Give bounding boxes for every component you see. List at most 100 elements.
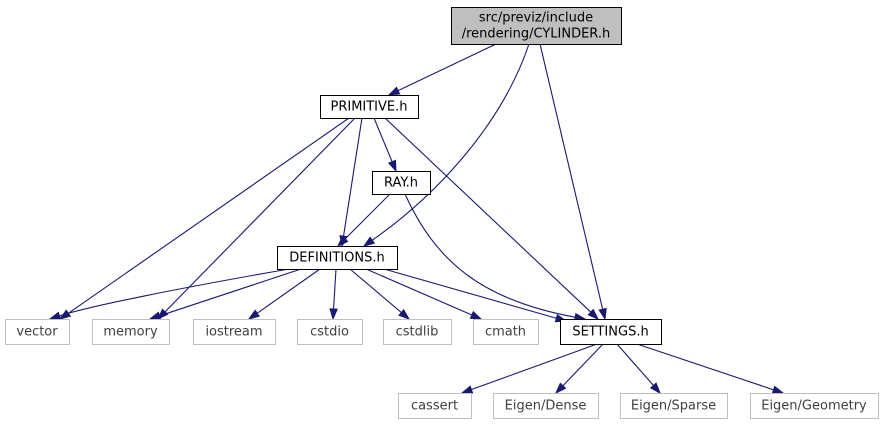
edge-cylinder-to-definitions (362, 43, 530, 247)
edge-line (365, 268, 473, 316)
node-label: Eigen/Sparse (631, 399, 716, 414)
edge-definitions-to-cstdio (329, 268, 338, 321)
node-box (383, 319, 452, 345)
node-box (451, 7, 622, 45)
arrowhead (336, 235, 349, 248)
arrowhead (387, 159, 397, 173)
node-label: DEFINITIONS.h (289, 251, 384, 266)
arrowhead (48, 311, 62, 320)
edge-line (396, 43, 497, 92)
node-cstdlib: cstdlib (383, 319, 452, 345)
node-box (493, 393, 599, 419)
node-label: vector (16, 325, 58, 340)
node-eigen-geometry: Eigen/Geometry (750, 393, 879, 419)
edge-line (371, 43, 530, 242)
node-label: cmath (485, 325, 526, 340)
node-label: src/previz/include (479, 11, 593, 26)
edges-layer (48, 43, 785, 395)
edge-line (158, 268, 302, 317)
node-label: cstdlib (396, 325, 439, 340)
arrowhead (649, 382, 661, 395)
arrowhead (387, 86, 401, 96)
edge-line (404, 193, 577, 318)
node-iostream: iostream (193, 319, 276, 345)
node-box (193, 319, 276, 345)
edge-line (384, 117, 592, 314)
edge-line (58, 268, 290, 317)
arrowhead (469, 310, 483, 320)
edge-line (373, 117, 394, 163)
node-box (372, 171, 431, 195)
node-cylinder[interactable]: src/previz/include/rendering/CYLINDER.h (451, 7, 622, 45)
arrowhead (771, 385, 785, 394)
node-ray[interactable]: RAY.h (372, 171, 431, 195)
node-cmath: cmath (473, 319, 539, 345)
edge-settings-to-eigen_sparse (616, 343, 661, 395)
node-box (277, 246, 398, 270)
node-label: iostream (205, 325, 262, 340)
node-label: Eigen/Dense (505, 399, 587, 414)
edge-line (539, 43, 604, 311)
node-box (560, 319, 662, 345)
node-label: cassert (411, 399, 458, 414)
node-label: SETTINGS.h (572, 325, 648, 340)
node-box (320, 95, 419, 119)
node-box (297, 319, 363, 345)
node-box (473, 319, 539, 345)
edge-definitions-to-cstdlib (349, 268, 411, 320)
edge-definitions-to-vector (48, 268, 290, 320)
node-eigen-dense: Eigen/Dense (493, 393, 599, 419)
edge-definitions-to-iostream (247, 268, 321, 320)
node-definitions[interactable]: DEFINITIONS.h (277, 246, 398, 270)
node-label: Eigen/Geometry (761, 399, 867, 414)
node-cassert: cassert (398, 393, 472, 419)
arrowhead (362, 236, 376, 247)
node-label: /rendering/CYLINDER.h (462, 27, 611, 42)
edge-line (342, 117, 363, 238)
edge-line (344, 193, 391, 240)
edge-primitive-to-ray (373, 117, 397, 173)
node-primitive[interactable]: PRIMITIVE.h (320, 95, 419, 119)
node-label: cstdio (310, 325, 349, 340)
node-box (92, 319, 170, 345)
edge-cylinder-to-settings (539, 43, 607, 321)
node-box (5, 319, 70, 345)
node-cstdio: cstdio (297, 319, 363, 345)
edge-line (636, 343, 775, 391)
arrowhead (460, 385, 474, 394)
arrowhead (554, 382, 567, 395)
arrowhead (587, 308, 600, 321)
node-eigen-sparse: Eigen/Sparse (620, 393, 728, 419)
node-memory: memory (92, 319, 170, 345)
edge-line (470, 343, 598, 391)
node-box (620, 393, 728, 419)
edge-ray-to-definitions (336, 193, 391, 248)
node-box (750, 393, 879, 419)
edge-definitions-to-memory (148, 268, 302, 320)
edge-settings-to-cassert (460, 343, 598, 394)
edge-definitions-to-cmath (365, 268, 483, 320)
edge-settings-to-eigen_geometry (636, 343, 785, 394)
edge-line (383, 268, 558, 320)
arrowhead (398, 308, 411, 320)
node-label: memory (103, 325, 158, 340)
edge-primitive-to-memory (156, 117, 356, 321)
edge-cylinder-to-primitive (387, 43, 497, 96)
edge-line (163, 117, 356, 313)
edge-primitive-to-definitions (339, 117, 363, 248)
edge-primitive-to-vector (58, 117, 350, 320)
edge-ray-to-settings (404, 193, 587, 322)
arrowhead (598, 307, 607, 321)
nodes-layer: src/previz/include/rendering/CYLINDER.hP… (5, 7, 879, 419)
arrowhead (329, 308, 338, 321)
edge-line (67, 117, 350, 315)
arrowhead (247, 309, 261, 320)
edge-line (256, 268, 321, 315)
edge-line (332, 268, 337, 311)
edge-line (616, 343, 655, 387)
node-vector: vector (5, 319, 70, 345)
node-settings[interactable]: SETTINGS.h (560, 319, 662, 345)
arrowhead (156, 308, 169, 321)
edge-primitive-to-settings (384, 117, 600, 321)
